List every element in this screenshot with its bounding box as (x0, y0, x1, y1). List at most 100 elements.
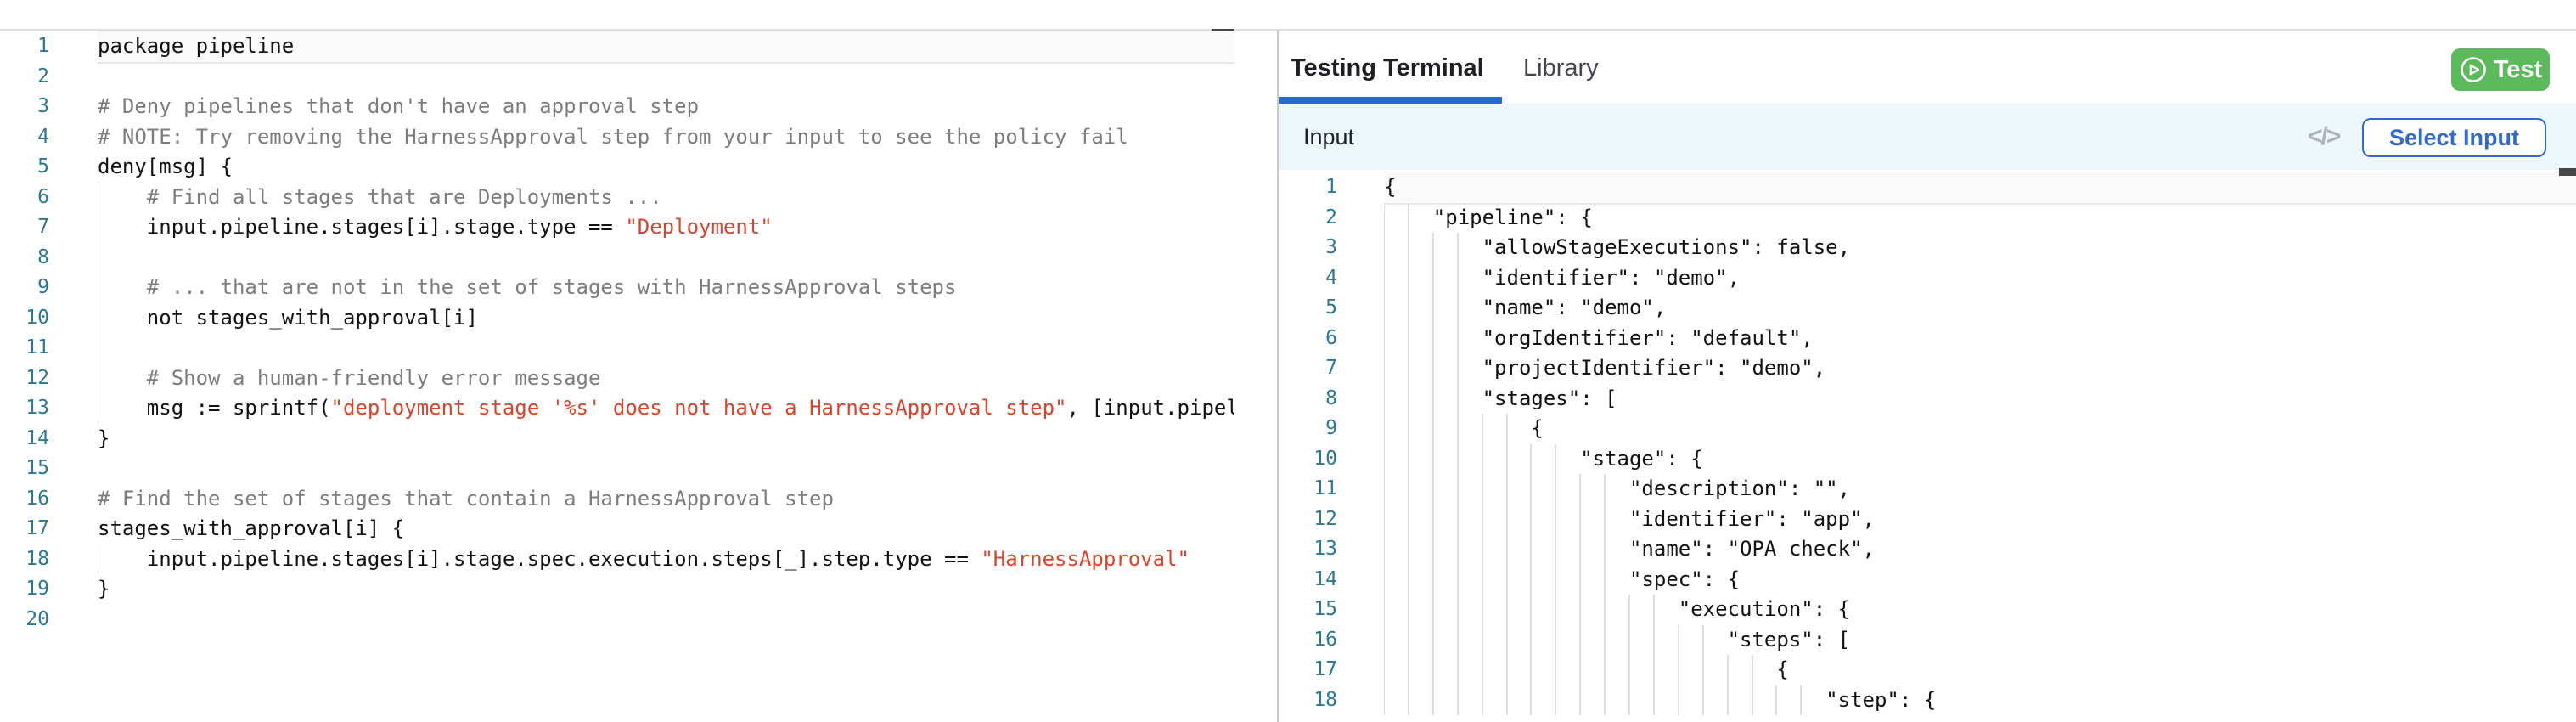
code-line[interactable]: 14} (0, 424, 1234, 454)
code-line-content[interactable]: "projectIdentifier": "demo", (1384, 353, 2576, 384)
input-json-editor[interactable]: 1{2 "pipeline": {3 "allowStageExecutions… (1279, 172, 2576, 722)
code-line-content[interactable]: # Show a human-friendly error message (98, 363, 1234, 393)
code-line[interactable]: 15 (0, 454, 1234, 484)
code-line-content[interactable]: "steps": [ (1384, 624, 2576, 655)
indent-guide (1384, 595, 1385, 625)
code-line-content[interactable] (98, 605, 1234, 635)
code-line[interactable]: 1{ (1279, 172, 2576, 203)
panel-divider[interactable] (1277, 31, 1279, 722)
code-line-content[interactable]: "stage": { (1384, 443, 2576, 474)
code-line-content[interactable]: "step": { (1384, 685, 2576, 715)
code-line[interactable]: 6 "orgIdentifier": "default", (1279, 323, 2576, 353)
code-line-content[interactable]: msg := sprintf("deployment stage '%s' do… (98, 393, 1234, 424)
code-line-content[interactable]: "name": "OPA check", (1384, 534, 2576, 565)
code-line-content[interactable]: "execution": { (1384, 595, 2576, 625)
code-line-content[interactable]: deny[msg] { (98, 152, 1234, 183)
tab-testing-terminal[interactable]: Testing Terminal (1291, 54, 1484, 82)
code-line-content[interactable]: "name": "demo", (1384, 293, 2576, 324)
indent-guide (1407, 443, 1409, 474)
code-line-content[interactable]: # Find all stages that are Deployments .… (98, 182, 1234, 212)
code-line-content[interactable]: package pipeline (98, 31, 1234, 62)
code-line[interactable]: 17 { (1279, 655, 2576, 685)
code-line-content[interactable]: "identifier": "demo", (1384, 262, 2576, 293)
code-line[interactable]: 13 msg := sprintf("deployment stage '%s'… (0, 393, 1234, 424)
code-line-content[interactable] (98, 333, 1234, 364)
code-line[interactable]: 8 "stages": [ (1279, 383, 2576, 414)
code-line[interactable]: 6 # Find all stages that are Deployments… (0, 182, 1234, 212)
code-line-content[interactable]: input.pipeline.stages[i].stage.spec.exec… (98, 544, 1234, 574)
code-line[interactable]: 11 (0, 333, 1234, 364)
code-line[interactable]: 11 "description": "", (1279, 474, 2576, 505)
code-line[interactable]: 12 "identifier": "app", (1279, 504, 2576, 534)
indent-guide (1505, 624, 1508, 655)
code-line[interactable]: 3# Deny pipelines that don't have an app… (0, 92, 1234, 122)
code-line-content[interactable]: "pipeline": { (1384, 202, 2576, 233)
code-line-content[interactable]: "description": "", (1384, 474, 2576, 505)
code-line-content[interactable]: { (1384, 414, 2576, 444)
code-line[interactable]: 14 "spec": { (1279, 564, 2576, 595)
code-line-content[interactable]: } (98, 424, 1234, 454)
code-brackets-icon[interactable]: </> (2308, 122, 2341, 150)
code-line[interactable]: 19} (0, 574, 1234, 605)
code-token-code (98, 366, 147, 390)
code-line-content[interactable]: { (1384, 172, 2576, 203)
indent-guide (1555, 564, 1557, 595)
indent-guide (1481, 414, 1483, 444)
code-line-content[interactable] (98, 242, 1234, 273)
tab-library[interactable]: Library (1523, 54, 1599, 82)
collapse-input-section-handle[interactable] (2559, 168, 2576, 176)
indent-guide (1530, 685, 1533, 715)
code-line[interactable]: 12 # Show a human-friendly error message (0, 363, 1234, 393)
code-line[interactable]: 4# NOTE: Try removing the HarnessApprova… (0, 122, 1234, 153)
code-line-content[interactable]: # Deny pipelines that don't have an appr… (98, 92, 1234, 122)
code-line-content[interactable]: # NOTE: Try removing the HarnessApproval… (98, 122, 1234, 153)
code-line[interactable]: 7 input.pipeline.stages[i].stage.type ==… (0, 212, 1234, 243)
indent-guide (1604, 564, 1606, 595)
code-line[interactable]: 20 (0, 605, 1234, 635)
code-line-content[interactable] (98, 62, 1234, 93)
code-line[interactable]: 18 input.pipeline.stages[i].stage.spec.e… (0, 544, 1234, 574)
line-number: 12 (25, 366, 49, 389)
code-line-content[interactable]: stages_with_approval[i] { (98, 514, 1234, 544)
code-line-content[interactable]: # Find the set of stages that contain a … (98, 484, 1234, 515)
code-line-content[interactable]: "stages": [ (1384, 383, 2576, 414)
code-line-content[interactable]: } (98, 574, 1234, 605)
code-line[interactable]: 9 { (1279, 414, 2576, 444)
code-line[interactable]: 4 "identifier": "demo", (1279, 262, 2576, 293)
code-line[interactable]: 8 (0, 242, 1234, 273)
indent-guide (1384, 443, 1385, 474)
code-line-content[interactable]: "orgIdentifier": "default", (1384, 323, 2576, 353)
code-token-code: "orgIdentifier": "default", (1384, 325, 1814, 350)
indent-guide (1505, 685, 1508, 715)
code-line[interactable]: 7 "projectIdentifier": "demo", (1279, 353, 2576, 384)
code-line[interactable]: 2 (0, 62, 1234, 93)
code-line[interactable]: 10 not stages_with_approval[i] (0, 302, 1234, 333)
code-line-content[interactable]: # ... that are not in the set of stages … (98, 273, 1234, 303)
code-line[interactable]: 2 "pipeline": { (1279, 202, 2576, 233)
code-line-content[interactable]: { (1384, 655, 2576, 685)
select-input-button[interactable]: Select Input (2362, 118, 2546, 157)
code-line[interactable]: 16 "steps": [ (1279, 624, 2576, 655)
code-line-content[interactable]: input.pipeline.stages[i].stage.type == "… (98, 212, 1234, 243)
indent-guide (1726, 655, 1729, 685)
code-line-content[interactable] (98, 454, 1234, 484)
code-line[interactable]: 13 "name": "OPA check", (1279, 534, 2576, 565)
indent-guide (1384, 383, 1385, 414)
code-line-content[interactable]: "allowStageExecutions": false, (1384, 233, 2576, 263)
code-line[interactable]: 9 # ... that are not in the set of stage… (0, 273, 1234, 303)
code-line-content[interactable]: not stages_with_approval[i] (98, 302, 1234, 333)
code-line[interactable]: 10 "stage": { (1279, 443, 2576, 474)
code-line[interactable]: 16# Find the set of stages that contain … (0, 484, 1234, 515)
code-line[interactable]: 3 "allowStageExecutions": false, (1279, 233, 2576, 263)
code-line-content[interactable]: "identifier": "app", (1384, 504, 2576, 534)
code-line[interactable]: 15 "execution": { (1279, 595, 2576, 625)
indent-guide (1530, 624, 1533, 655)
test-button[interactable]: Test (2451, 48, 2550, 91)
code-line[interactable]: 5 "name": "demo", (1279, 293, 2576, 324)
code-line-content[interactable]: "spec": { (1384, 564, 2576, 595)
code-line[interactable]: 18 "step": { (1279, 685, 2576, 715)
